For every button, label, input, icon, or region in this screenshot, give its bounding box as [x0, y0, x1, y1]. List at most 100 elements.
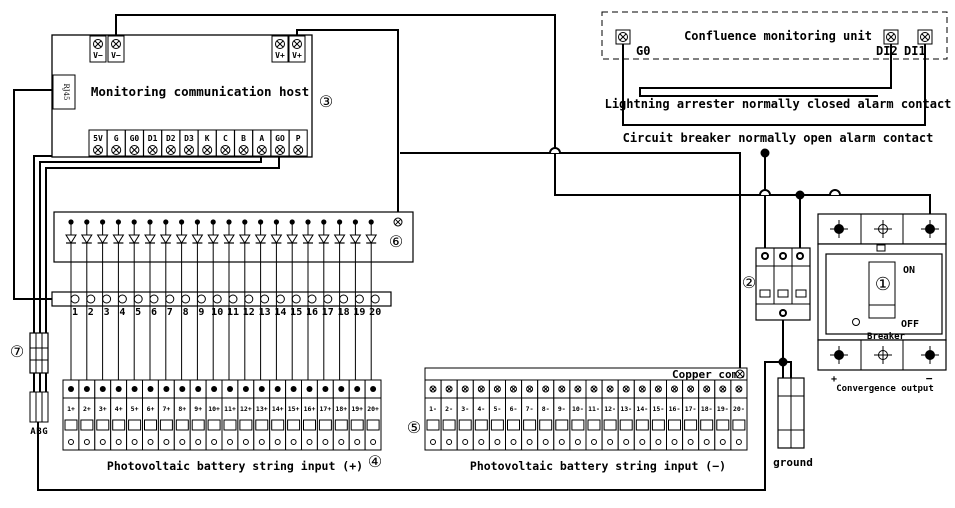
pos-terminal: 13+ [253, 379, 271, 451]
diode-symbol [128, 234, 141, 244]
neg-terminal: 4- [472, 379, 490, 451]
pos-terminal-label: 2+ [83, 405, 91, 413]
strip-terminal [133, 294, 143, 304]
strip-terminal [102, 294, 112, 304]
neg-terminal: 12- [601, 379, 619, 451]
neg-terminal: 13- [617, 379, 635, 451]
pos-input-caption: Photovoltaic battery string input (+) [107, 459, 363, 473]
convergence-output-label: Convergence output [836, 384, 934, 394]
strip-number: 7 [167, 307, 173, 318]
pos-terminal-label: 1+ [67, 405, 75, 413]
pos-terminal-label: 3+ [99, 405, 107, 413]
pos-terminal: 16+ [301, 379, 318, 451]
neg-terminal: 15- [649, 379, 668, 451]
neg-terminal: 19- [714, 379, 732, 451]
strip-terminal [354, 294, 364, 304]
pos-terminal: 7+ [157, 379, 175, 451]
pos-terminal-label: 10+ [208, 405, 220, 413]
neg-input-terminals: 1-2-3-4-5-6-7-8-9-10-11-12-13-14-15-16-1… [424, 369, 748, 451]
neg-input-number: ⑤ [407, 418, 421, 437]
output-minus: − [926, 372, 933, 385]
host-bottom-screw [202, 145, 213, 155]
ground-label: ground [773, 456, 813, 469]
strip-number: 14 [274, 307, 286, 318]
pos-terminal-label: 18+ [335, 405, 347, 413]
neg-terminal-label: 12- [604, 405, 616, 413]
host-bottom-label: C [223, 134, 228, 143]
sensor-number: ⑦ [10, 342, 24, 361]
neg-terminal: 7- [521, 379, 539, 451]
breaker-contact-label: Circuit breaker normally open alarm cont… [623, 131, 934, 145]
neg-terminal: 10- [569, 379, 587, 451]
diode-symbol [191, 234, 204, 244]
host-bottom-screw [184, 145, 194, 155]
pos-terminal: 20+ [364, 379, 382, 451]
diode-symbol [80, 234, 93, 244]
diode-symbol [317, 234, 330, 244]
wire-jump [549, 147, 561, 154]
host-bottom-label: P [296, 134, 301, 143]
breaker-terminal [921, 220, 939, 238]
diode-symbol [175, 234, 188, 244]
neg-screw [558, 385, 566, 393]
host-bottom-screw [293, 145, 304, 155]
host-top-terminals: V−V−V+V+ [89, 35, 306, 63]
pos-terminal-label: 20+ [367, 405, 379, 413]
neg-terminal: 18- [698, 379, 716, 451]
breaker-off-label: OFF [901, 319, 919, 330]
strip-number: 9 [198, 307, 204, 318]
strip-number: 2 [88, 307, 94, 318]
diode-block: ⑥ [53, 211, 414, 263]
neg-screw [703, 385, 711, 393]
breaker-terminal [830, 346, 848, 364]
neg-terminal-label: 15- [653, 405, 665, 413]
pos-terminal-label: 14+ [272, 405, 284, 413]
strip-terminal [244, 294, 254, 304]
host-bottom-label: D1 [148, 134, 158, 143]
neg-terminal: 9- [553, 379, 571, 451]
neg-screw [671, 385, 678, 393]
neg-terminal: 1- [424, 379, 442, 451]
host-bottom-screw [129, 145, 140, 155]
strip-number: 12 [243, 307, 255, 318]
breaker-terminal [830, 220, 848, 238]
strip-number: 16 [306, 307, 318, 318]
neg-screw [606, 385, 614, 393]
strip-terminal [275, 294, 285, 304]
host-bottom-screw [275, 145, 285, 155]
wire-jump [829, 189, 841, 196]
neg-terminal-label: 20- [733, 405, 745, 413]
neg-input-caption: Photovoltaic battery string input (−) [470, 459, 726, 473]
spd-terminals [761, 252, 804, 317]
pos-terminal-label: 7+ [162, 405, 170, 413]
pos-terminal-label: 16+ [304, 405, 316, 413]
wire [639, 44, 892, 97]
pos-terminal: 9+ [189, 379, 207, 451]
sensor-label-b: B [36, 427, 42, 437]
pos-terminal: 5+ [126, 379, 143, 451]
monitor-screw [886, 32, 896, 42]
wire-jump [759, 189, 771, 196]
breaker-terminal [921, 346, 939, 364]
diode-symbol [112, 234, 125, 244]
neg-screw [735, 385, 743, 393]
host-bottom-screw [111, 145, 122, 155]
current-sensor: ⑦ A B G [10, 332, 49, 437]
strip-number: 15 [290, 307, 302, 318]
neg-screw [687, 385, 695, 393]
pos-terminal-label: 5+ [131, 405, 139, 413]
pos-terminal-label: 4+ [115, 405, 123, 413]
neg-terminal: 16- [666, 379, 684, 451]
host-port-label: RJ45 [62, 84, 70, 101]
output-plus: + [831, 374, 837, 385]
strip-terminal [339, 294, 349, 304]
monitor-screw [920, 32, 930, 42]
host-bottom-label: D2 [166, 134, 176, 143]
lightning-contact-label: Lightning arrester normally closed alarm… [605, 97, 952, 111]
neg-terminal: 17- [682, 379, 700, 451]
strip-number: 10 [211, 307, 223, 318]
diodes [65, 217, 403, 262]
neg-terminal-label: 10- [572, 405, 584, 413]
pos-terminal-label: 12+ [240, 405, 252, 413]
